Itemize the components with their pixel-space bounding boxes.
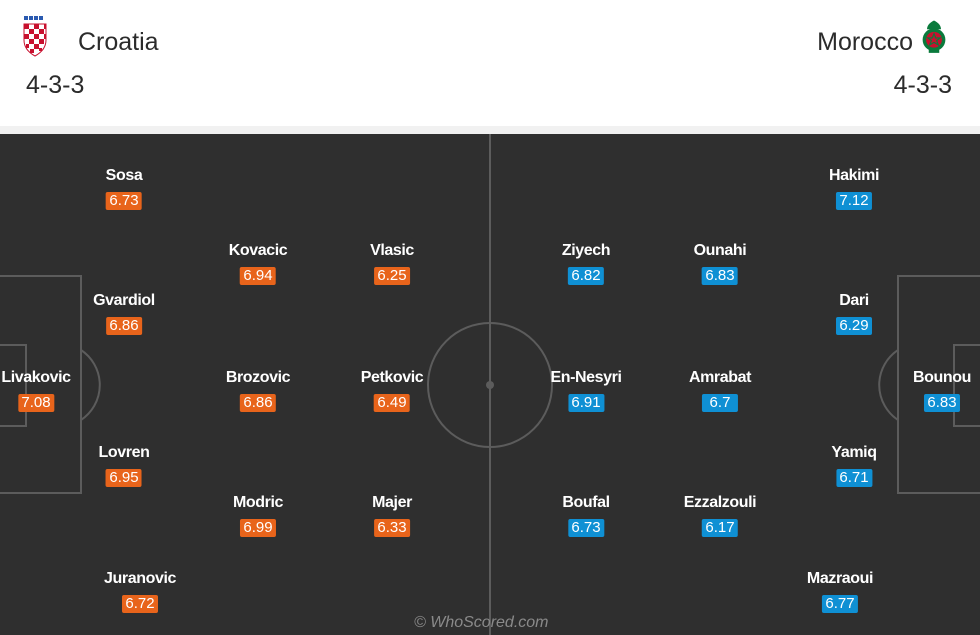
player-juranovic[interactable]: Juranovic 6.72 — [104, 570, 176, 613]
player-name: Vlasic — [370, 242, 414, 259]
player-ounahi[interactable]: Ounahi 6.83 — [694, 242, 747, 285]
player-brozovic[interactable]: Brozovic 6.86 — [225, 369, 291, 412]
player-name: Ounahi — [693, 242, 747, 259]
player-dari[interactable]: Dari 6.29 — [836, 292, 872, 335]
player-rating: 6.72 — [122, 595, 158, 613]
player-rating: 6.73 — [106, 192, 142, 210]
player-petkovic[interactable]: Petkovic 6.49 — [361, 369, 424, 412]
player-boufal[interactable]: Boufal 6.73 — [562, 494, 610, 537]
player-name: Brozovic — [225, 369, 291, 386]
player-vlasic[interactable]: Vlasic 6.25 — [370, 242, 414, 285]
player-bounou[interactable]: Bounou 6.83 — [913, 369, 971, 412]
player-name: Bounou — [912, 369, 972, 386]
header-divider — [0, 126, 980, 134]
player-en-nesyri[interactable]: En-Nesyri 6.91 — [550, 369, 622, 412]
home-formation: 4-3-3 — [26, 71, 85, 99]
morocco-badge-icon — [922, 20, 946, 53]
player-rating: 6.25 — [373, 267, 410, 285]
player-kovacic[interactable]: Kovacic 6.94 — [229, 242, 288, 285]
player-name: Ziyech — [561, 242, 611, 259]
player-gvardiol[interactable]: Gvardiol 6.86 — [93, 292, 155, 335]
player-ezzalzouli[interactable]: Ezzalzouli 6.17 — [683, 494, 757, 537]
player-name: Dari — [839, 292, 869, 309]
player-rating: 6.91 — [567, 394, 604, 412]
player-livakovic[interactable]: Livakovic 7.08 — [1, 369, 71, 412]
player-rating: 6.33 — [374, 519, 410, 537]
player-lovren[interactable]: Lovren 6.95 — [99, 444, 150, 487]
player-name: Ezzalzouli — [683, 494, 757, 511]
player-mazraoui[interactable]: Mazraoui 6.77 — [807, 570, 873, 613]
away-formation: 4-3-3 — [893, 71, 952, 99]
player-name: Boufal — [562, 494, 610, 511]
player-yamiq[interactable]: Yamiq 6.71 — [831, 444, 877, 487]
player-rating: 6.17 — [702, 519, 738, 537]
player-name: Sosa — [105, 167, 143, 184]
player-rating: 6.86 — [106, 317, 142, 335]
player-rating: 6.71 — [835, 469, 872, 487]
away-team-name[interactable]: Morocco — [817, 28, 913, 56]
player-rating: 7.08 — [18, 394, 54, 412]
player-rating: 6.77 — [822, 595, 858, 613]
player-name: Mazraoui — [806, 570, 874, 587]
player-name: Livakovic — [1, 369, 71, 386]
player-amrabat[interactable]: Amrabat 6.7 — [689, 369, 751, 412]
pitch-markings — [0, 134, 980, 635]
watermark: © WhoScored.com — [414, 614, 549, 631]
player-name: Juranovic — [104, 570, 176, 587]
player-rating: 6.82 — [567, 267, 604, 285]
croatia-badge-icon — [23, 16, 47, 57]
player-rating: 6.49 — [374, 394, 410, 412]
player-rating: 6.94 — [239, 267, 276, 285]
home-team-name[interactable]: Croatia — [78, 28, 159, 56]
player-name: Yamiq — [831, 444, 877, 461]
player-sosa[interactable]: Sosa 6.73 — [106, 167, 143, 210]
player-name: Lovren — [98, 444, 150, 461]
player-name: Kovacic — [228, 242, 288, 259]
player-rating: 6.83 — [924, 394, 960, 412]
player-rating: 6.95 — [105, 469, 142, 487]
pitch: Sosa 6.73 Kovacic 6.94 Vlasic 6.25 Gvard… — [0, 134, 980, 635]
player-name: Hakimi — [828, 167, 880, 184]
player-rating: 7.12 — [835, 192, 872, 210]
player-ziyech[interactable]: Ziyech 6.82 — [561, 242, 611, 285]
player-rating: 6.83 — [702, 267, 738, 285]
player-modric[interactable]: Modric 6.99 — [233, 494, 283, 537]
match-header: Croatia 4-3-3 Morocco 4-3-3 — [0, 0, 980, 126]
player-name: Modric — [232, 494, 284, 511]
player-name: Amrabat — [688, 369, 752, 386]
player-rating: 6.73 — [568, 519, 604, 537]
player-name: En-Nesyri — [550, 369, 622, 386]
player-rating: 6.29 — [836, 317, 872, 335]
player-hakimi[interactable]: Hakimi 7.12 — [829, 167, 879, 210]
player-majer[interactable]: Majer 6.33 — [372, 494, 412, 537]
player-name: Gvardiol — [93, 292, 155, 309]
player-rating: 6.99 — [239, 519, 276, 537]
player-name: Petkovic — [360, 369, 424, 386]
player-rating: 6.86 — [240, 394, 276, 412]
player-rating: 6.7 — [701, 394, 738, 412]
player-name: Majer — [372, 494, 412, 511]
